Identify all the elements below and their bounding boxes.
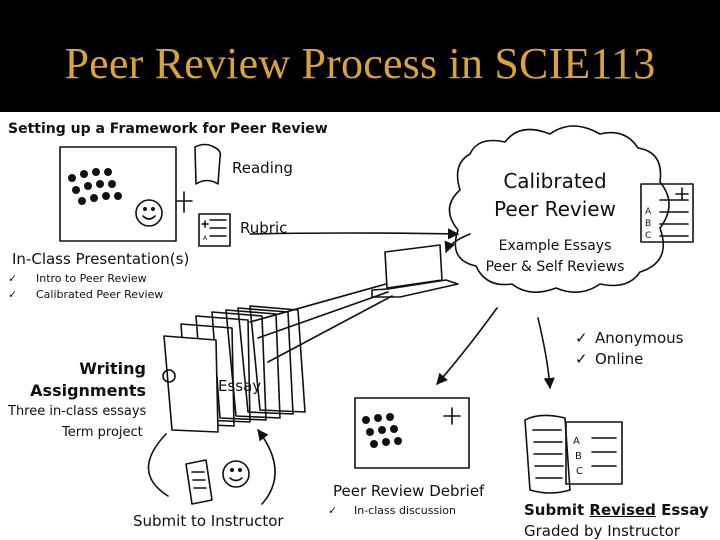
check-icon: ✓ [575, 329, 588, 347]
calibrated-title-line1: Calibrated [503, 169, 607, 193]
graded-by-instructor-label: Graded by Instructor [524, 522, 680, 540]
presentation-item: ✓Calibrated Peer Review [8, 288, 164, 301]
calibrated-title-line2: Peer Review [494, 197, 616, 221]
submit-revised-essay-label: Submit Revised Essay [524, 501, 709, 519]
essay-label: Essay [218, 377, 262, 395]
whiteboard-icon [59, 146, 193, 242]
term-project-label: Term project [62, 425, 143, 440]
diagram-canvas: A A B C [0, 112, 720, 540]
online-review-item: ✓Online [575, 350, 644, 368]
online-review-list: ✓Anonymous ✓Online [575, 328, 683, 370]
check-icon: ✓ [575, 350, 588, 368]
reading-page-icon [194, 143, 222, 185]
check-icon: ✓ [328, 504, 338, 517]
calibrated-cloud [448, 125, 670, 293]
online-review-item: ✓Anonymous [575, 329, 684, 347]
presentation-list: ✓Intro to Peer Review ✓Calibrated Peer R… [8, 271, 163, 303]
cal-rubric-letter-b: B [645, 219, 651, 229]
arrow-cloud-to-laptop [444, 233, 471, 254]
framework-subtitle: Setting up a Framework for Peer Review [8, 121, 328, 137]
student-icon [185, 459, 250, 505]
rubric-page-icon: A [198, 213, 231, 247]
sketch-drawing: A A B C [59, 125, 694, 505]
check-icon: ✓ [8, 272, 18, 285]
presentation-item: ✓Intro to Peer Review [8, 272, 147, 285]
revised-essay-sheets-icon: A B C [524, 414, 623, 494]
title-bar: Peer Review Process in SCIE113 [0, 0, 720, 112]
revised-word: Revised [589, 501, 656, 519]
arrow-to-debrief [436, 307, 498, 385]
rubric-label: Rubric [240, 219, 288, 237]
cal-rubric-letter-a: A [645, 207, 652, 217]
check-icon: ✓ [8, 288, 18, 301]
calibrated-rubric-sheet-icon: A B C [640, 183, 694, 243]
revised-rubric-letter-a: A [573, 436, 580, 447]
essay-stack-icon [162, 305, 306, 433]
submit-to-instructor-label: Submit to Instructor [133, 512, 284, 530]
svg-text:A: A [203, 235, 208, 242]
in-class-presentations-heading: In-Class Presentation(s) [12, 250, 190, 268]
cycle-arrow [147, 430, 276, 505]
peer-review-debrief-label: Peer Review Debrief [333, 482, 485, 500]
slide-title: Peer Review Process in SCIE113 [64, 39, 656, 88]
arrow-to-revised [537, 317, 555, 390]
peer-self-reviews-label: Peer & Self Reviews [485, 259, 625, 275]
calibrated-details: Example Essays Peer & Self Reviews [470, 236, 640, 278]
three-essays-label: Three in-class essays [8, 404, 147, 419]
debrief-item: ✓In-class discussion [328, 504, 456, 517]
calibrated-peer-review-title: Calibrated Peer Review [470, 167, 640, 223]
arrow-to-cloud [249, 228, 460, 240]
debrief-whiteboard-icon [354, 397, 470, 469]
writing-assignments-label: Writing Assignments [30, 359, 146, 400]
revised-rubric-letter-c: C [576, 466, 583, 477]
cal-rubric-letter-c: C [645, 231, 651, 241]
reading-label: Reading [232, 159, 293, 177]
laptop-icon [371, 244, 459, 298]
revised-rubric-letter-b: B [575, 451, 582, 462]
example-essays-label: Example Essays [498, 238, 612, 254]
